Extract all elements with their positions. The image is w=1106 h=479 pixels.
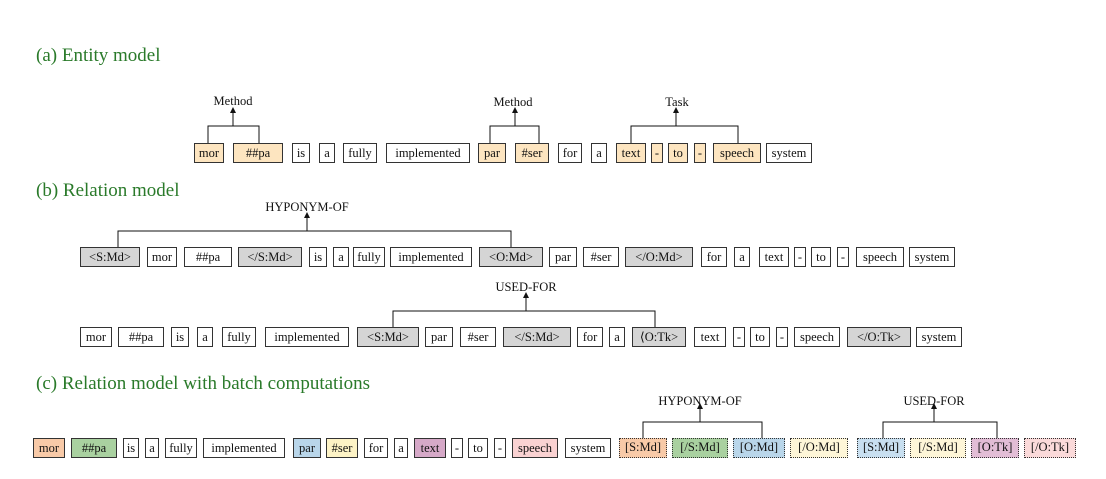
token: a (591, 143, 607, 163)
token: a (197, 327, 213, 347)
bracket-hyponym-c (642, 421, 763, 438)
token: implemented (386, 143, 470, 163)
token: <S:Md> (80, 247, 140, 267)
token: to (750, 327, 770, 347)
token: - (494, 438, 506, 458)
token: mor (80, 327, 112, 347)
token: fully (165, 438, 197, 458)
token: #ser (583, 247, 619, 267)
bracket-method-1 (207, 125, 260, 143)
token: par (293, 438, 321, 458)
token: implemented (265, 327, 349, 347)
token: - (651, 143, 663, 163)
label-hyponym-c: HYPONYM-OF (658, 394, 742, 408)
label-hyponym-b: HYPONYM-OF (265, 200, 349, 214)
token: ##pa (233, 143, 283, 163)
token: </S:Md> (503, 327, 571, 347)
token: fully (222, 327, 256, 347)
marker-token: [S:Md] (619, 438, 667, 458)
token: system (565, 438, 611, 458)
token: mor (194, 143, 224, 163)
label-task: Task (665, 95, 689, 109)
token: speech (794, 327, 840, 347)
label-method-1: Method (213, 94, 253, 108)
token: - (694, 143, 706, 163)
token: #ser (515, 143, 549, 163)
token: </O:Tk> (847, 327, 911, 347)
token: text (616, 143, 646, 163)
marker-token: [S:Md] (857, 438, 905, 458)
token: implemented (203, 438, 285, 458)
token: a (333, 247, 349, 267)
token: is (171, 327, 189, 347)
token: a (734, 247, 750, 267)
token: to (668, 143, 688, 163)
token: ##pa (118, 327, 164, 347)
token: mor (147, 247, 177, 267)
token: #ser (460, 327, 496, 347)
token: speech (856, 247, 904, 267)
marker-token: [O:Tk] (971, 438, 1019, 458)
token: - (733, 327, 745, 347)
token: for (558, 143, 582, 163)
token: a (394, 438, 408, 458)
token: system (909, 247, 955, 267)
token: text (414, 438, 446, 458)
marker-token: [/S:Md] (672, 438, 728, 458)
token: a (319, 143, 335, 163)
token: for (364, 438, 388, 458)
bracket-hyponym-b (117, 230, 512, 247)
token: to (468, 438, 488, 458)
heading-entity-model: (a) Entity model (36, 45, 161, 66)
token: to (811, 247, 831, 267)
token: is (123, 438, 139, 458)
token: implemented (390, 247, 472, 267)
heading-batch-model: (c) Relation model with batch computatio… (36, 373, 371, 394)
token: <S:Md> (357, 327, 419, 347)
token: fully (343, 143, 377, 163)
token: - (794, 247, 806, 267)
token: - (837, 247, 849, 267)
bracket-usedfor-b (392, 310, 656, 327)
token: <O:Md> (479, 247, 543, 267)
token: ⟨O:Tk> (632, 327, 686, 347)
token: is (309, 247, 327, 267)
token: </O:Md> (625, 247, 693, 267)
token: system (766, 143, 812, 163)
token: a (609, 327, 625, 347)
bracket-method-2 (489, 125, 540, 143)
token: text (759, 247, 789, 267)
token: speech (713, 143, 761, 163)
label-usedfor-c: USED-FOR (903, 394, 965, 408)
token: - (776, 327, 788, 347)
token: text (694, 327, 726, 347)
token: speech (512, 438, 558, 458)
token: mor (33, 438, 65, 458)
label-usedfor-b: USED-FOR (495, 280, 557, 294)
token: ##pa (184, 247, 232, 267)
label-method-2: Method (493, 95, 533, 109)
token: par (549, 247, 577, 267)
bracket-task (630, 125, 739, 143)
token: #ser (326, 438, 358, 458)
token: par (425, 327, 453, 347)
bracket-usedfor-c (882, 421, 998, 438)
marker-token: [/O:Tk] (1024, 438, 1076, 458)
token: for (701, 247, 727, 267)
token: par (478, 143, 506, 163)
marker-token: [/S:Md] (910, 438, 966, 458)
marker-token: [/O:Md] (790, 438, 848, 458)
token: system (916, 327, 962, 347)
token: </S:Md> (238, 247, 302, 267)
marker-token: [O:Md] (733, 438, 785, 458)
token: is (292, 143, 310, 163)
token: for (577, 327, 603, 347)
token: ##pa (71, 438, 117, 458)
token: fully (353, 247, 385, 267)
token: - (451, 438, 463, 458)
heading-relation-model: (b) Relation model (36, 180, 180, 201)
token: a (145, 438, 159, 458)
